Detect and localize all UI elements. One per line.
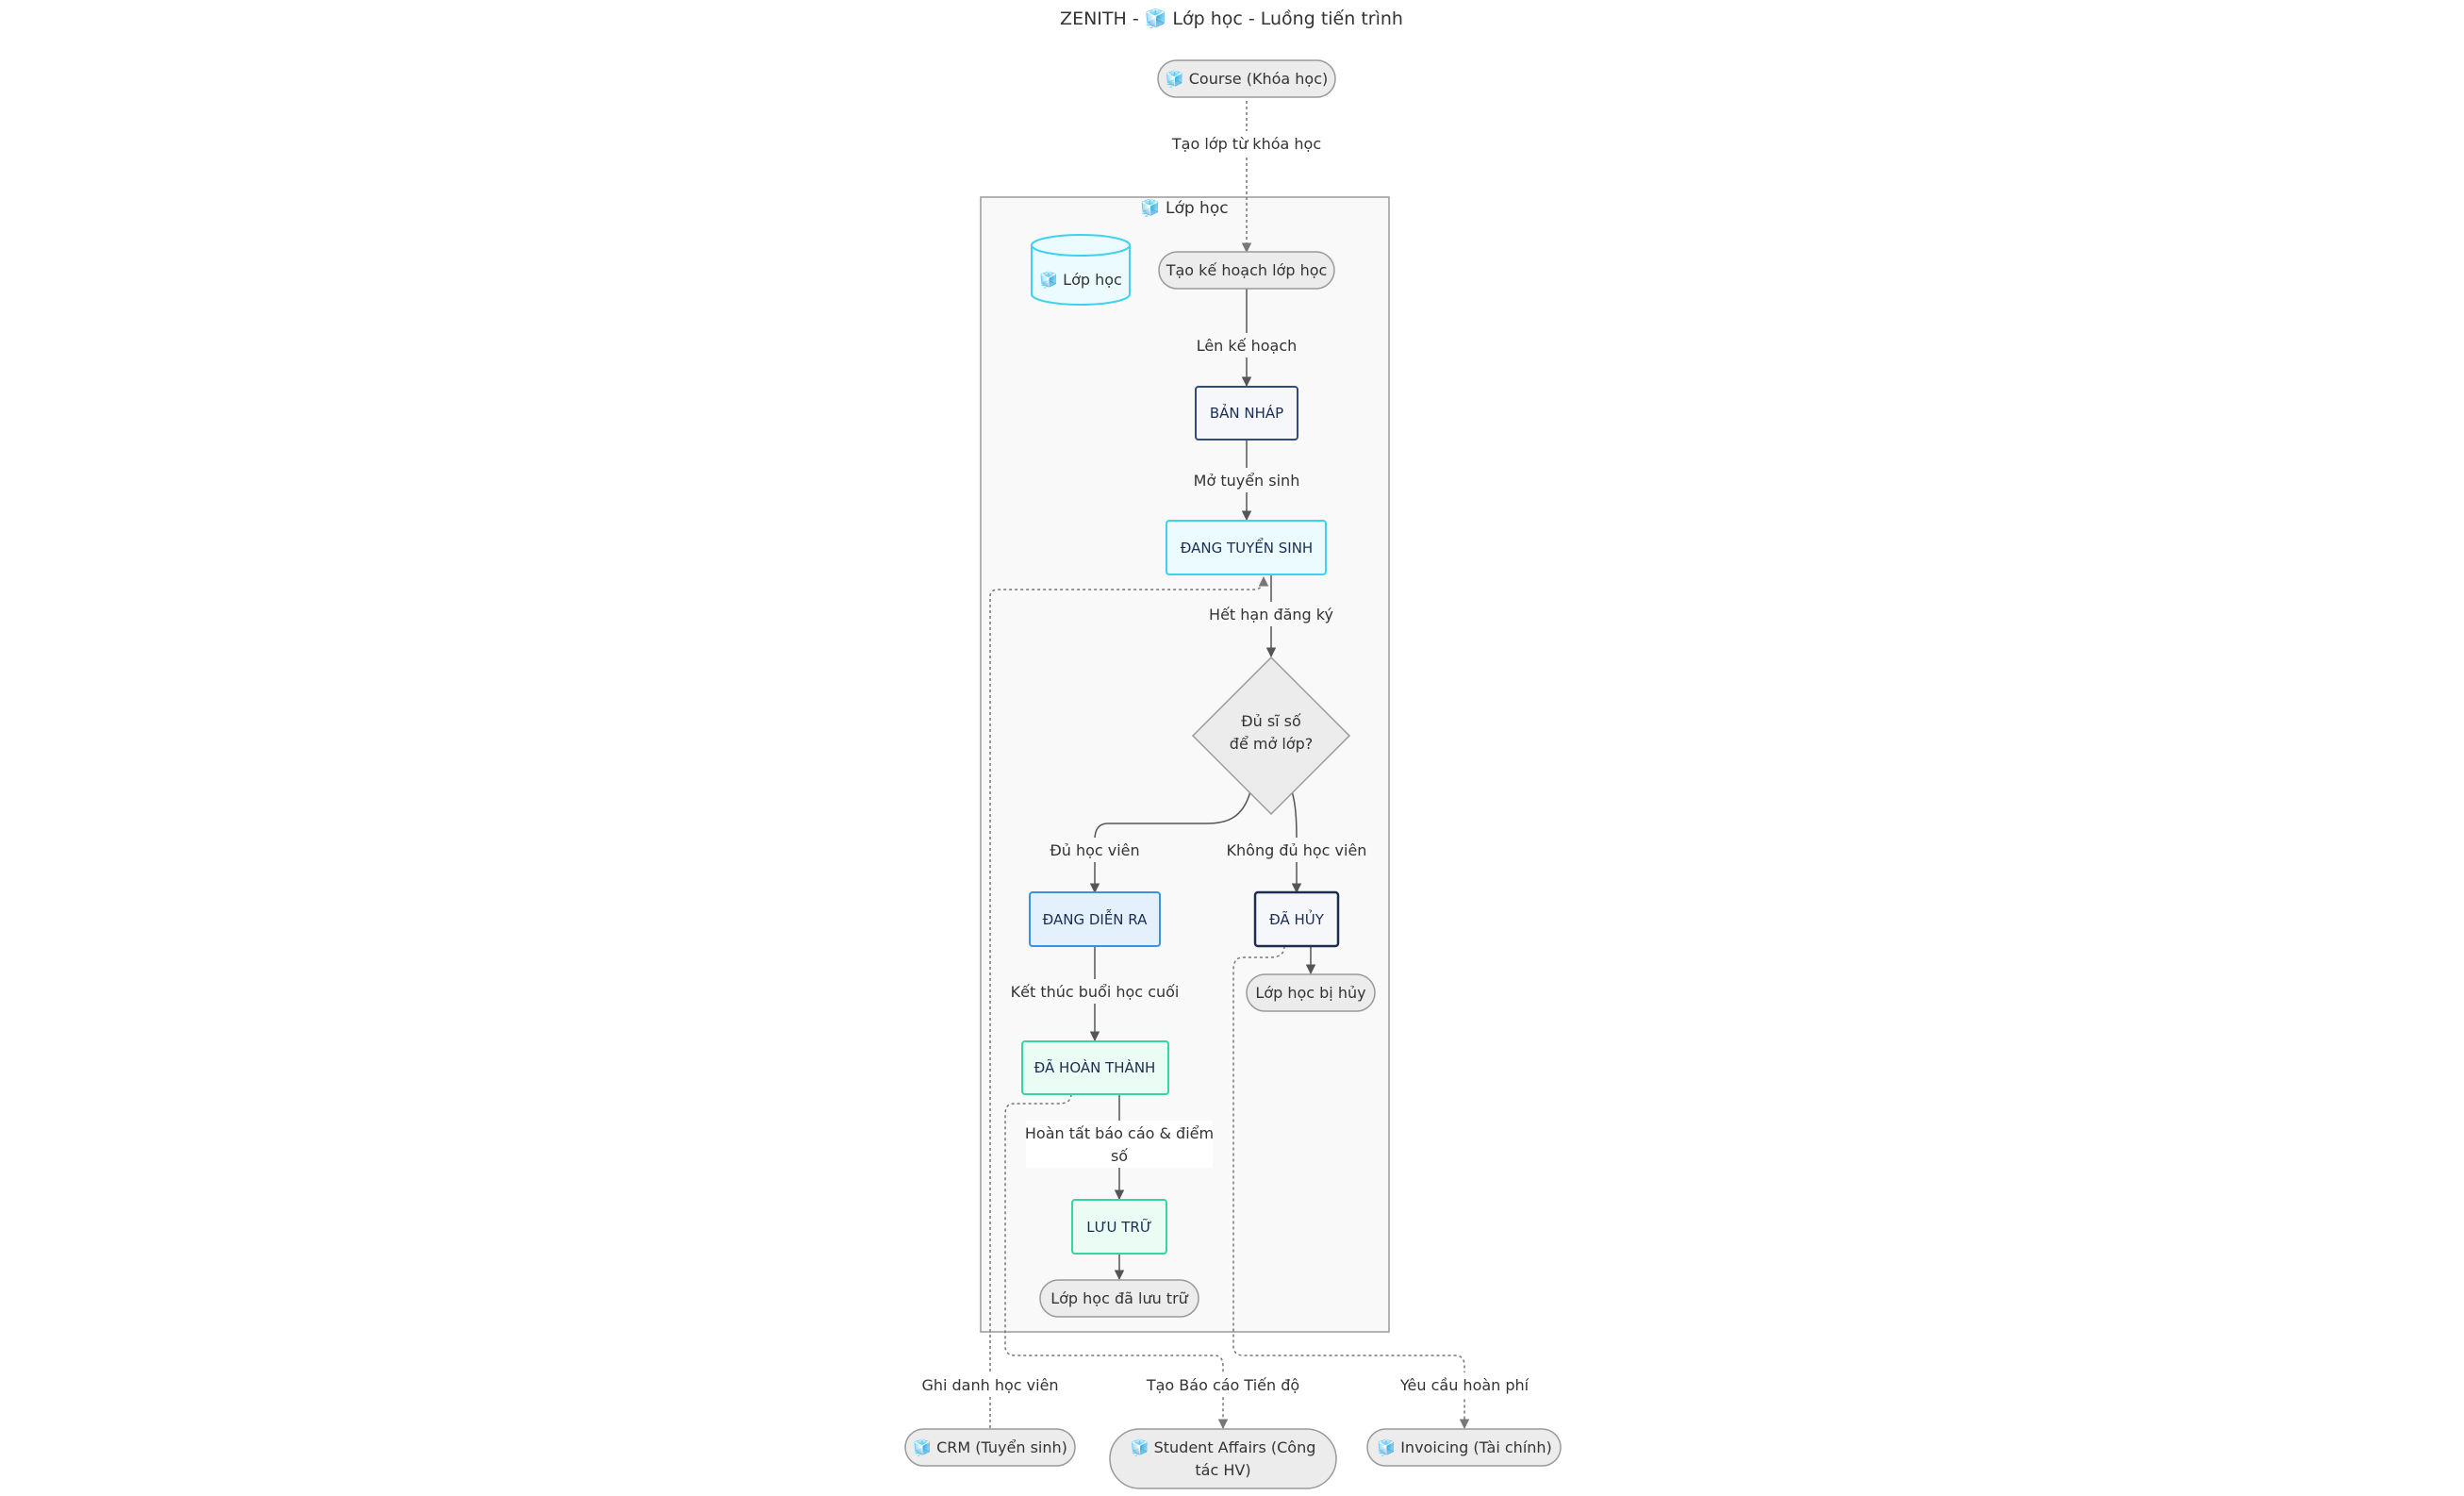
- edge-label-not-enough-students: Không đủ học viên: [1227, 841, 1367, 859]
- edge-label-create-progress-report: Tạo Báo cáo Tiến độ: [1146, 1376, 1299, 1394]
- edge-label-finalize-line2: số: [1111, 1147, 1128, 1165]
- edge-label-last-session-end: Kết thúc buổi học cuối: [1011, 983, 1180, 1001]
- node-enrolling-label: ĐANG TUYỂN SINH: [1181, 537, 1313, 557]
- class-database: 🧊 Lớp học: [1031, 234, 1131, 306]
- node-student-affairs-line1: 🧊 Student Affairs (Công: [1131, 1438, 1316, 1456]
- edge-label-enough-students: Đủ học viên: [1050, 841, 1139, 859]
- edge-label-refund-request: Yêu cầu hoàn phí: [1399, 1376, 1530, 1394]
- node-archived-end[interactable]: Lớp học đã lưu trữ: [1039, 1279, 1199, 1318]
- node-create-plan[interactable]: Tạo kế hoạch lớp học: [1158, 251, 1335, 290]
- node-decision-line1: Đủ sĩ số: [1241, 712, 1301, 730]
- edge-label-finalize-line1: Hoàn tất báo cáo & điểm: [1025, 1124, 1214, 1142]
- node-student-affairs-line2: tác HV): [1195, 1461, 1250, 1479]
- node-in-progress[interactable]: ĐANG DIỄN RA: [1029, 891, 1161, 947]
- node-decision[interactable]: Đủ sĩ số để mở lớp?: [1191, 656, 1351, 816]
- edge-crm-to-enrolling: [989, 575, 1269, 1428]
- edge-cancelled-to-invoicing: [1232, 945, 1470, 1430]
- node-crm[interactable]: 🧊 CRM (Tuyển sinh): [904, 1428, 1076, 1467]
- edge-decision-to-inprogress: [1089, 790, 1251, 894]
- node-draft-label: BẢN NHÁP: [1210, 403, 1283, 422]
- subgraph-label: 🧊 Lớp học: [1140, 198, 1228, 218]
- node-cancelled-label: ĐÃ HỦY: [1269, 909, 1325, 928]
- node-invoicing[interactable]: 🧊 Invoicing (Tài chính): [1366, 1428, 1562, 1467]
- edge-label-enrollment-expired: Hết hạn đăng ký: [1209, 606, 1333, 623]
- node-student-affairs[interactable]: 🧊 Student Affairs (Công tác HV): [1109, 1428, 1337, 1489]
- node-draft[interactable]: BẢN NHÁP: [1195, 386, 1298, 440]
- node-cancelled-end[interactable]: Lớp học bị hủy: [1246, 973, 1376, 1012]
- node-completed[interactable]: ĐÃ HOÀN THÀNH: [1021, 1040, 1169, 1095]
- database-label: 🧊 Lớp học: [1039, 271, 1122, 289]
- node-decision-line2: để mở lớp?: [1230, 735, 1313, 753]
- node-invoicing-label: 🧊 Invoicing (Tài chính): [1377, 1438, 1552, 1456]
- node-in-progress-label: ĐANG DIỄN RA: [1043, 908, 1148, 928]
- edge-label-enroll-student: Ghi danh học viên: [921, 1376, 1058, 1394]
- node-enrolling[interactable]: ĐANG TUYỂN SINH: [1166, 520, 1327, 575]
- node-cancelled[interactable]: ĐÃ HỦY: [1253, 890, 1340, 948]
- node-create-plan-label: Tạo kế hoạch lớp học: [1166, 261, 1328, 279]
- edge-completed-to-student-affairs: [1004, 1093, 1229, 1430]
- edge-label-create-from-course: Tạo lớp từ khóa học: [1171, 135, 1321, 153]
- diagram-title: ZENITH - 🧊 Lớp học - Luồng tiến trình: [1060, 8, 1403, 29]
- node-archived-end-label: Lớp học đã lưu trữ: [1050, 1289, 1188, 1307]
- edge-label-plan: Lên kế hoạch: [1197, 337, 1298, 355]
- node-completed-label: ĐÃ HOÀN THÀNH: [1034, 1058, 1156, 1076]
- node-course[interactable]: 🧊 Course (Khóa học): [1157, 59, 1336, 98]
- node-cancelled-end-label: Lớp học bị hủy: [1255, 984, 1365, 1002]
- node-archived[interactable]: LƯU TRỮ: [1071, 1199, 1167, 1255]
- node-archived-label: LƯU TRỮ: [1086, 1218, 1151, 1236]
- node-crm-label: 🧊 CRM (Tuyển sinh): [913, 1438, 1067, 1456]
- node-course-label: 🧊 Course (Khóa học): [1166, 70, 1328, 88]
- edge-label-open-enrollment: Mở tuyển sinh: [1194, 472, 1300, 490]
